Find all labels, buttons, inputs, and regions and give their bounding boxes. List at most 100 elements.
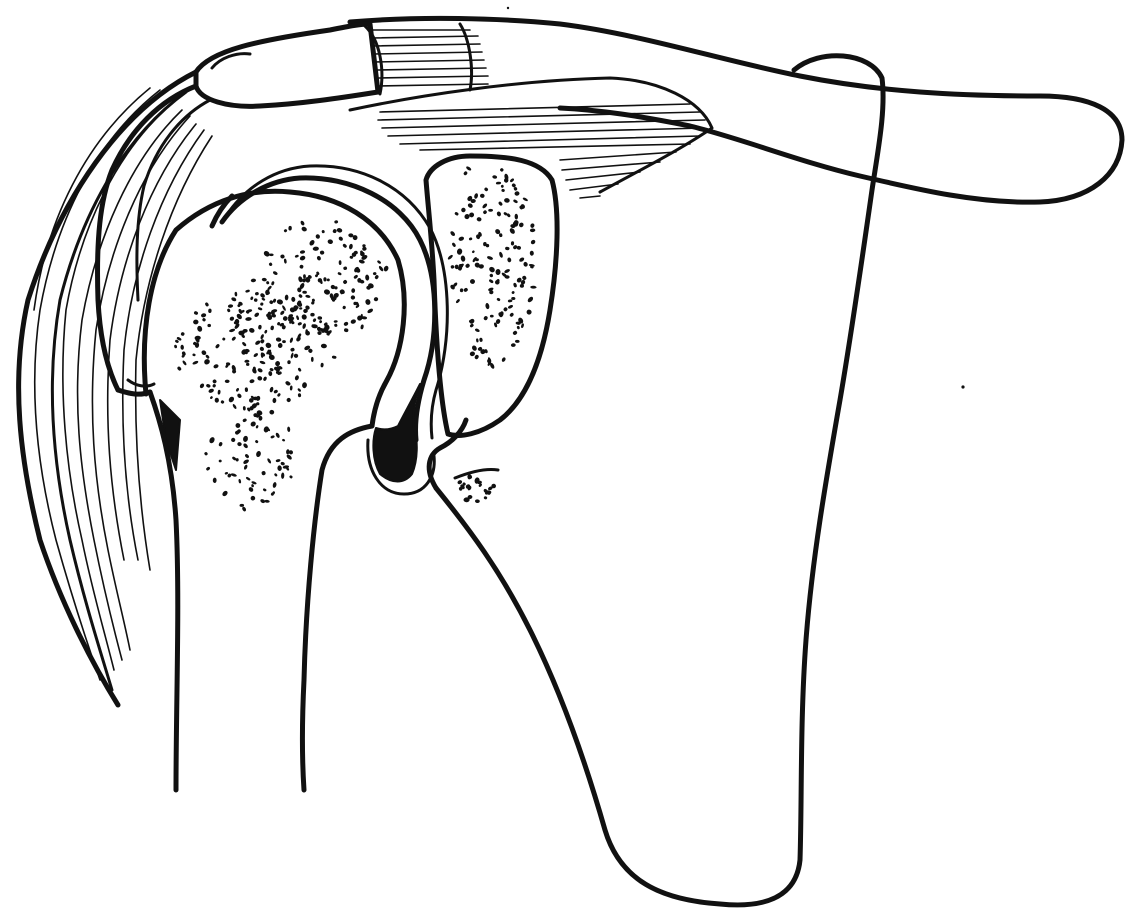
trabecula-speck <box>272 398 276 403</box>
trabecula-speck <box>285 295 289 301</box>
trabecula-speck <box>334 323 338 327</box>
trabecula-speck <box>276 337 282 342</box>
trabecula-speck <box>512 330 518 336</box>
trabecula-speck <box>238 331 244 336</box>
trabecula-speck <box>268 371 272 376</box>
trabecula-speck <box>290 385 293 390</box>
trabecula-speck <box>260 302 264 306</box>
humeral-head-outline <box>144 191 404 426</box>
trabecula-speck <box>298 393 302 397</box>
trabecula-speck <box>264 500 270 503</box>
trabecula-speck <box>275 459 280 463</box>
trabecula-speck <box>511 297 515 300</box>
trabecula-speck <box>476 338 479 342</box>
trabecula-speck <box>261 297 265 301</box>
trabecula-speck <box>527 296 534 304</box>
trabecula-speck <box>270 325 274 330</box>
trabecula-speck <box>327 239 333 245</box>
trabecula-speck <box>288 226 292 231</box>
trabecula-speck <box>480 193 485 198</box>
trabecula-speck <box>299 255 306 261</box>
trabecula-speck <box>280 254 285 259</box>
trabecula-speck <box>272 482 277 488</box>
trabecula-speck <box>269 254 274 257</box>
trabecula-speck <box>263 488 267 492</box>
trabecula-speck <box>218 442 223 447</box>
trabecula-speck <box>254 298 258 302</box>
trabecula-speck <box>469 323 474 328</box>
trabecula-speck <box>234 292 237 297</box>
trabecula-speck <box>263 376 268 381</box>
trabecula-speck <box>294 254 299 258</box>
trabecula-speck <box>301 226 308 232</box>
trabecula-speck <box>512 244 518 250</box>
trabecula-speck <box>241 341 246 347</box>
trabecula-speck <box>490 315 494 318</box>
trabecula-speck <box>373 272 377 276</box>
trabecula-speck <box>482 203 488 209</box>
trabecula-speck <box>342 243 347 248</box>
trabecula-speck <box>263 250 271 258</box>
trabecula-speck <box>245 476 251 481</box>
trabecula-speck <box>530 286 537 289</box>
trabecula-speck <box>342 279 348 285</box>
trabecula-speck <box>280 461 285 465</box>
trabecula-speck <box>269 367 274 371</box>
trabecula-speck <box>300 220 305 226</box>
trabecula-speck <box>488 209 493 212</box>
trabecula-speck <box>305 294 311 298</box>
trabecula-speck <box>236 458 239 461</box>
trabecula-speck <box>337 272 342 276</box>
trabecula-speck <box>498 201 503 207</box>
trabecula-speck <box>320 250 325 255</box>
trabecula-speck <box>521 323 525 328</box>
trabecula-speck <box>353 274 358 279</box>
trabecula-speck <box>465 166 471 172</box>
trabecula-speck <box>180 332 185 337</box>
trabecula-speck <box>501 185 504 188</box>
trabecula-speck <box>365 274 370 280</box>
trabecula-speck <box>450 265 454 269</box>
trabecula-speck <box>299 307 302 310</box>
trabecula-speck <box>508 299 513 302</box>
trabecula-speck <box>231 297 237 303</box>
trabecula-speck <box>374 274 379 279</box>
trabecula-speck <box>246 363 250 366</box>
trabecula-speck <box>197 325 203 332</box>
trabecula-speck <box>219 460 222 463</box>
trabecula-speck <box>258 325 262 330</box>
trabecula-speck <box>523 261 529 267</box>
trabecula-speck <box>530 239 536 245</box>
glenoid-trabeculae <box>447 166 537 370</box>
trabecula-speck <box>284 258 287 263</box>
trabecula-speck <box>286 397 292 403</box>
trabecula-speck <box>495 269 500 275</box>
trabecula-speck <box>454 211 459 216</box>
trabecula-speck <box>268 262 272 267</box>
trabecula-speck <box>302 382 308 389</box>
trabecula-speck <box>312 318 316 323</box>
trabecula-speck <box>451 242 456 247</box>
trabecula-speck <box>283 229 287 233</box>
trabecula-speck <box>267 458 272 464</box>
trabecula-speck <box>297 322 302 326</box>
trabecula-speck <box>468 237 472 241</box>
trabecula-speck <box>301 313 308 320</box>
trabecula-speck <box>182 360 187 366</box>
trabecula-speck <box>264 329 268 333</box>
trabecula-speck <box>257 375 263 381</box>
trabecula-speck <box>350 295 355 300</box>
trabecula-speck <box>265 342 273 349</box>
trabecula-speck <box>215 343 221 349</box>
trabecula-speck <box>513 282 518 287</box>
trabecula-speck <box>192 353 196 356</box>
trabecula-speck <box>255 292 259 296</box>
trabecula-speck <box>230 437 236 443</box>
trabecula-speck <box>304 330 311 337</box>
trabecula-speck <box>383 265 389 272</box>
trabecula-speck <box>344 328 349 332</box>
trabecula-speck <box>290 352 294 358</box>
trabecula-speck <box>317 331 322 336</box>
trabecula-speck <box>343 321 349 327</box>
trabecula-speck <box>317 316 322 320</box>
